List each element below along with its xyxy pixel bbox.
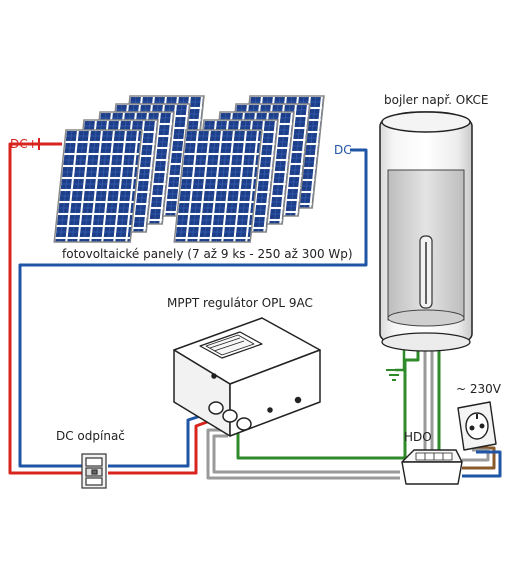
boiler-icon (379, 111, 473, 352)
hdo-receiver-icon (401, 449, 463, 485)
output-wire-neutral-1 (206, 428, 400, 480)
earth-wire-regulator (236, 428, 405, 460)
socket-wire-phase (462, 446, 496, 470)
ground-symbol-icon (386, 369, 402, 381)
solar-panel-icon (53, 95, 325, 243)
socket-wire-blue (462, 450, 502, 478)
hdo-label: HDO (404, 430, 432, 444)
wiring (8, 138, 502, 480)
boiler-label: bojler např. OKCE (384, 93, 489, 107)
mppt-regulator-icon (173, 317, 321, 437)
dc-minus-label: DC− (334, 143, 362, 157)
plus-sign-icon (33, 138, 45, 150)
mains-voltage-label: ~ 230V (456, 382, 501, 396)
mppt-label: MPPT regulátor OPL 9AC (167, 296, 313, 310)
output-wire-neutral-2 (212, 434, 400, 474)
dc-plus-label: DC+ (10, 137, 38, 151)
dc-switch-label: DC odpínač (56, 429, 125, 443)
wall-socket-icon (457, 401, 497, 451)
socket-wire-neutral (462, 448, 490, 462)
panels-label: fotovoltaické panely (7 až 9 ks - 250 až… (60, 247, 355, 261)
dc-switch-icon (81, 453, 107, 489)
